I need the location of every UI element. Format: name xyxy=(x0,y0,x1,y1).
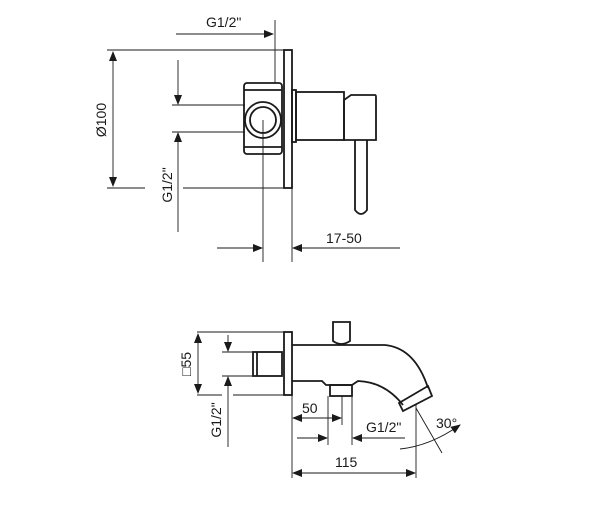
lever-head xyxy=(343,94,377,141)
inlet-thread-label: G1/2" xyxy=(208,402,224,437)
outlet-thread-label: G1/2" xyxy=(366,419,401,435)
plate-diameter-label: Ø100 xyxy=(93,103,109,137)
diverter-offset-label: 50 xyxy=(302,400,318,416)
bottom-view-spout xyxy=(252,321,434,413)
outlet-connector xyxy=(329,384,353,397)
spout-angle-label: 30° xyxy=(436,415,457,431)
bottom-view-dimensions: □55 G1/2" 50 G1/2" 30° 115 xyxy=(178,331,461,478)
spout-projection-label: 115 xyxy=(335,454,358,470)
plate-square-label: □55 xyxy=(178,352,194,376)
top-view-dimensions: G1/2" Ø100 G1/2" 17-50 xyxy=(93,14,400,262)
diverter-knob xyxy=(332,321,351,345)
lever-handle xyxy=(354,140,368,215)
spout-nozzle xyxy=(397,384,434,413)
inlet-connector xyxy=(252,351,283,377)
inlet-thread-side-label: G1/2" xyxy=(159,167,175,202)
mixer-body xyxy=(295,91,345,141)
top-view-valve xyxy=(243,49,377,215)
inlet-thread-top-label: G1/2" xyxy=(206,14,241,30)
wall-depth-label: 17-50 xyxy=(326,230,362,246)
wall-plate xyxy=(283,49,293,189)
spout-body xyxy=(292,344,429,406)
spout-plate xyxy=(283,331,293,396)
